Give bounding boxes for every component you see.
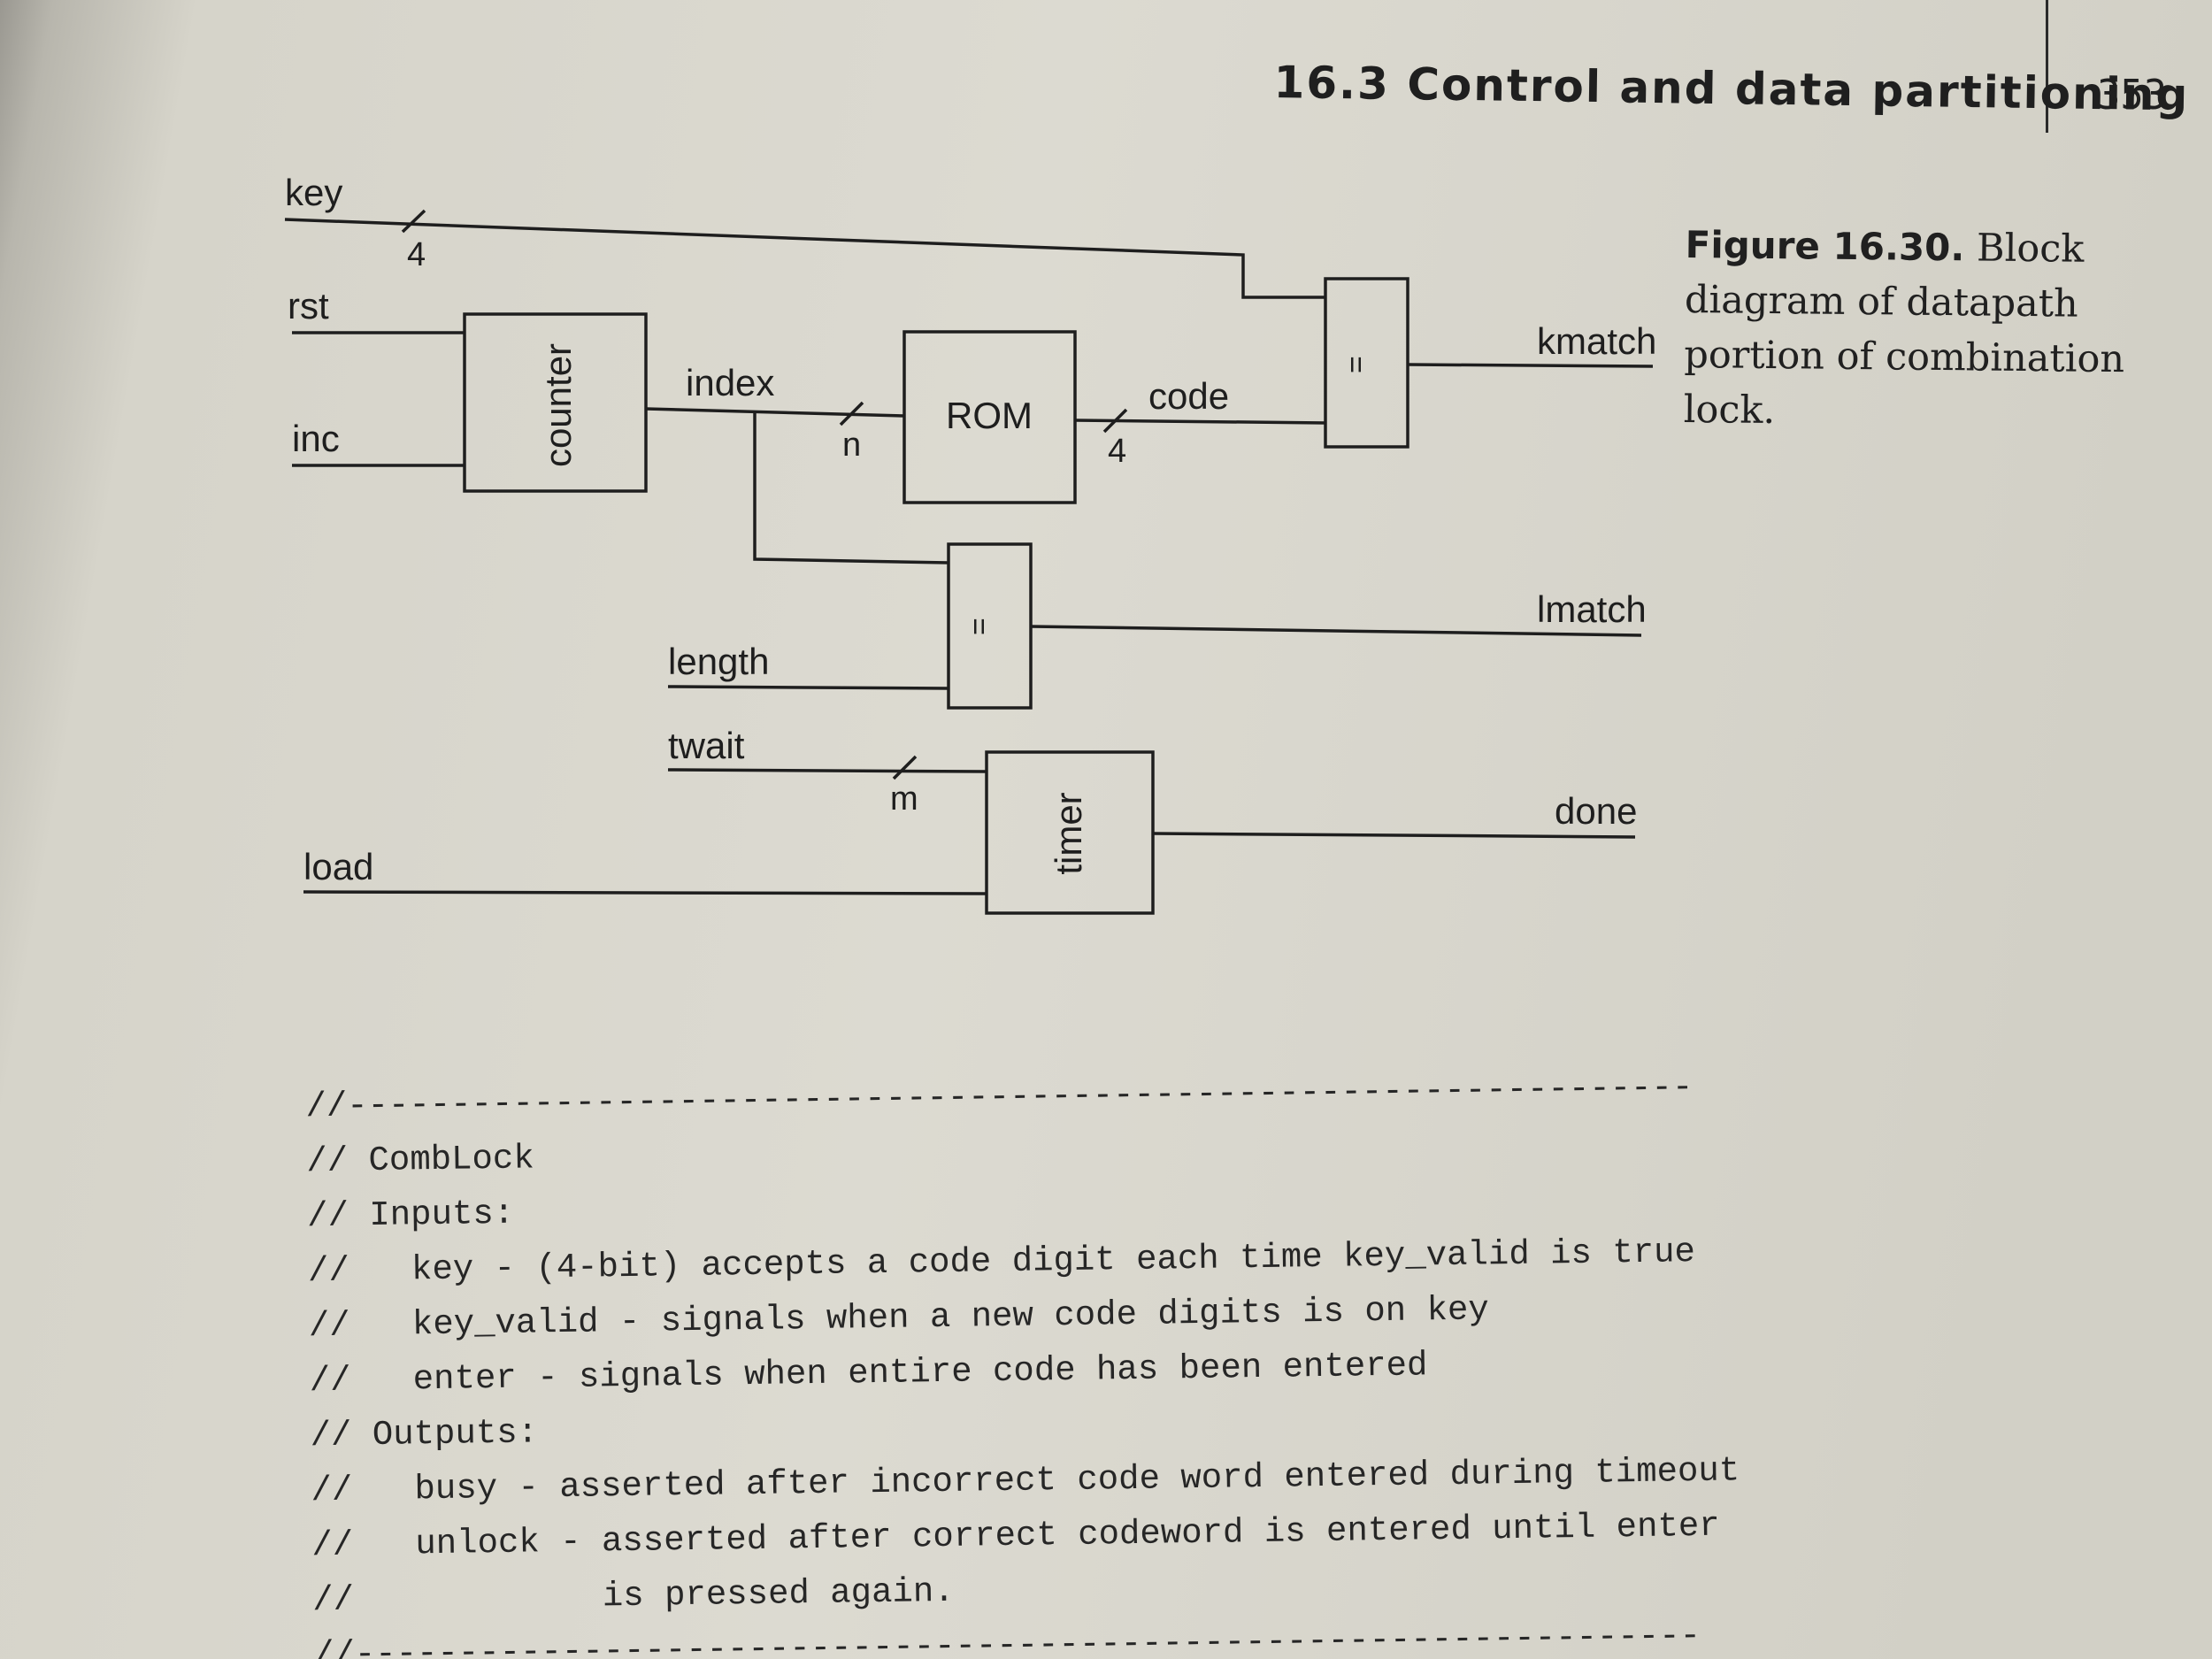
header-divider bbox=[2046, 0, 2048, 133]
counter-label: counter bbox=[537, 343, 579, 467]
wire-done bbox=[1152, 832, 1636, 839]
label-load: load bbox=[303, 846, 373, 887]
label-done: done bbox=[1555, 790, 1637, 832]
label-code-width: 4 bbox=[1108, 433, 1126, 470]
wire-lmatch bbox=[1030, 625, 1642, 637]
bus-slash-key bbox=[401, 209, 426, 234]
label-twait: twait bbox=[668, 725, 745, 766]
label-lmatch: lmatch bbox=[1537, 588, 1647, 630]
label-length: length bbox=[668, 641, 769, 682]
timer-block bbox=[985, 750, 1155, 915]
label-key-width: 4 bbox=[407, 236, 426, 273]
key-comparator-label: = bbox=[1340, 356, 1373, 373]
rom-block bbox=[902, 330, 1077, 504]
label-key: key bbox=[285, 172, 342, 213]
label-twait-width: m bbox=[890, 780, 918, 818]
page-number: 353 bbox=[2097, 71, 2167, 119]
label-code: code bbox=[1148, 375, 1229, 417]
key-comparator-block bbox=[1324, 277, 1409, 449]
wire-kmatch bbox=[1407, 363, 1654, 368]
wire-length bbox=[667, 685, 949, 690]
wire-twait bbox=[667, 768, 987, 773]
wire-load bbox=[303, 890, 987, 895]
length-comparator-block bbox=[947, 542, 1033, 710]
bus-slash-twait bbox=[892, 755, 918, 780]
wire-index-branch bbox=[753, 411, 949, 565]
bus-slash-index bbox=[839, 401, 864, 426]
bus-slash-code bbox=[1102, 408, 1128, 434]
wire-index bbox=[645, 407, 905, 418]
label-rst: rst bbox=[288, 285, 329, 326]
length-comparator-label: = bbox=[963, 618, 996, 635]
rom-label: ROM bbox=[946, 395, 1033, 436]
label-inc: inc bbox=[292, 418, 340, 459]
label-index: index bbox=[686, 362, 774, 403]
code-listing: //--------------------------------------… bbox=[305, 1057, 1906, 1659]
wire-key bbox=[284, 218, 1325, 299]
label-index-width: n bbox=[842, 426, 861, 464]
label-kmatch: kmatch bbox=[1537, 320, 1656, 362]
timer-label: timer bbox=[1048, 792, 1089, 874]
counter-block bbox=[463, 312, 648, 493]
